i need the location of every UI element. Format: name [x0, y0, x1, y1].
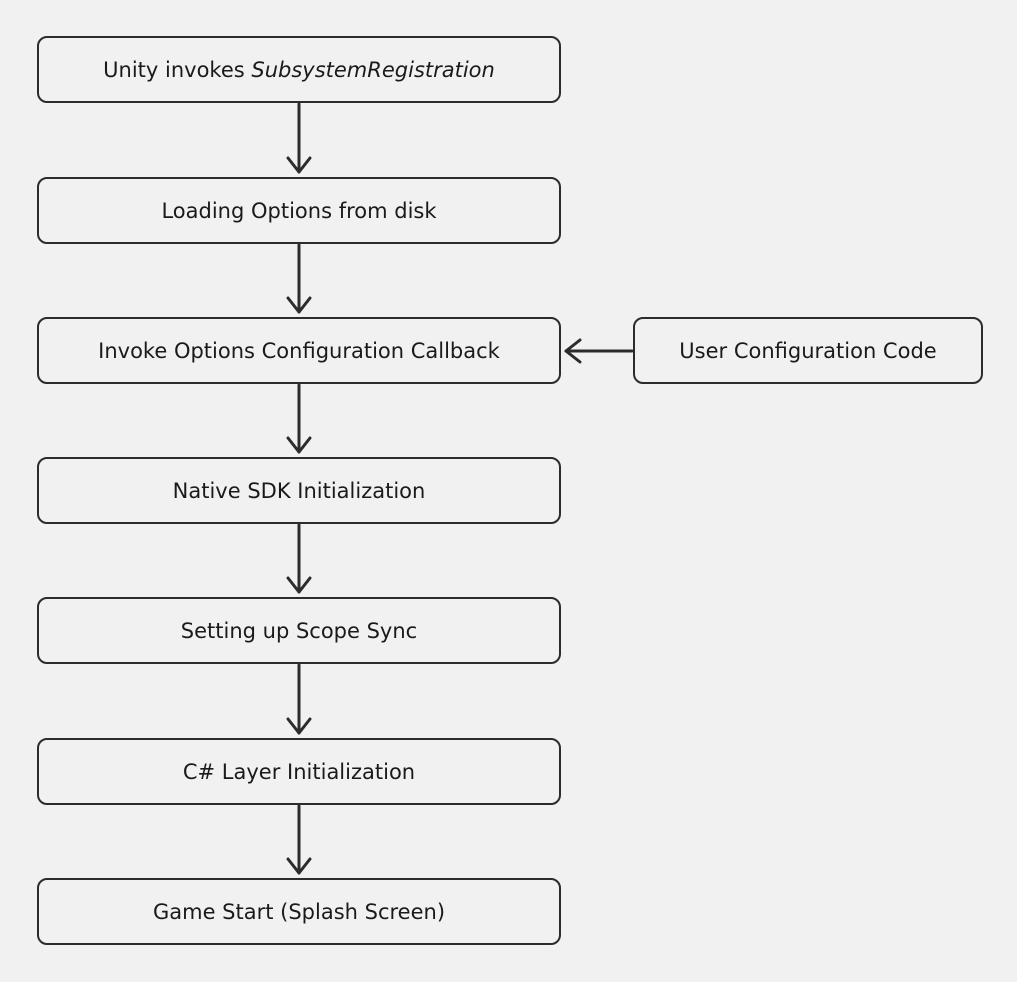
- arrow-step5-to-step6: [286, 663, 312, 735]
- step-invoke-options-callback: Invoke Options Configuration Callback: [37, 317, 561, 384]
- step-csharp-layer-init: C# Layer Initialization: [37, 738, 561, 805]
- step-label: Invoke Options Configuration Callback: [98, 338, 500, 363]
- step-label: Game Start (Splash Screen): [152, 899, 446, 924]
- step-label: C# Layer Initialization: [182, 759, 416, 784]
- step-game-start: Game Start (Splash Screen): [37, 878, 561, 945]
- step-label: Native SDK Initialization: [172, 478, 426, 503]
- step-label: Setting up Scope Sync: [180, 618, 418, 643]
- arrow-step3-to-step4: [286, 383, 312, 454]
- arrow-step2-to-step3: [286, 243, 312, 314]
- step-scope-sync: Setting up Scope Sync: [37, 597, 561, 664]
- user-configuration-code-box: User Configuration Code: [633, 317, 983, 384]
- arrow-step1-to-step2: [286, 102, 312, 174]
- step-native-sdk-init: Native SDK Initialization: [37, 457, 561, 524]
- arrow-side-to-step3: [564, 338, 634, 364]
- arrow-step4-to-step5: [286, 523, 312, 594]
- step-loading-options: Loading Options from disk: [37, 177, 561, 244]
- step-unity-invokes: Unity invokes SubsystemRegistration: [37, 36, 561, 103]
- step-label: Loading Options from disk: [161, 198, 437, 223]
- side-label: User Configuration Code: [679, 338, 937, 363]
- arrow-step6-to-step7: [286, 804, 312, 875]
- step-label: Unity invokes SubsystemRegistration: [103, 57, 495, 82]
